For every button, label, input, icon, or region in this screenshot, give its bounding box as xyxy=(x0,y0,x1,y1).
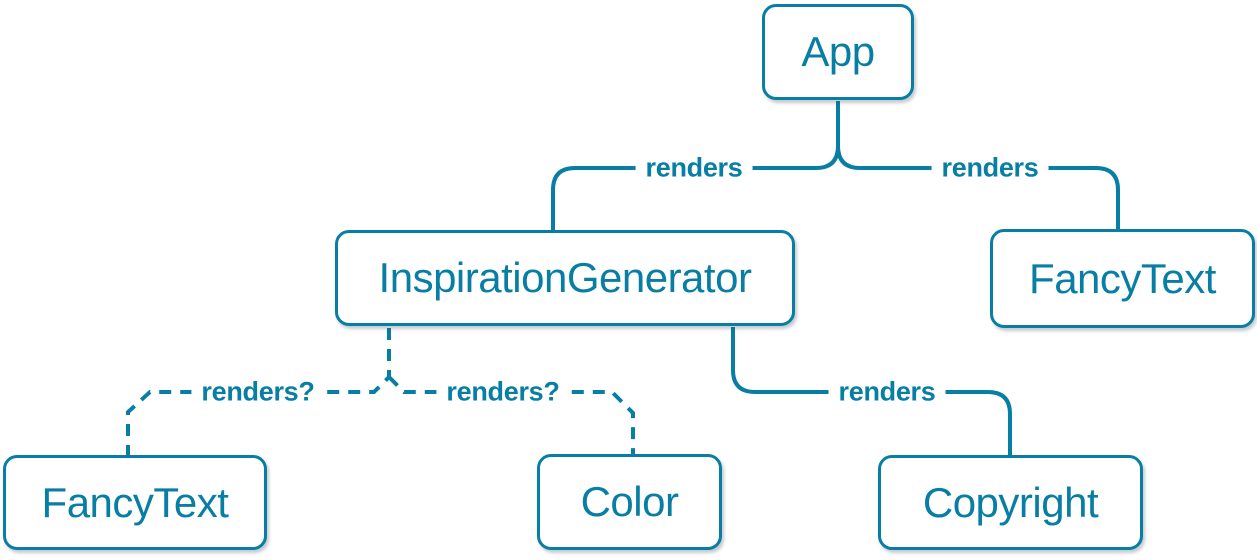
node-inspiration-generator-label: InspirationGenerator xyxy=(378,254,752,301)
node-fancy-text-bottom: FancyText xyxy=(3,455,267,550)
node-color: Color xyxy=(537,454,722,550)
edge-label-renders-left: renders xyxy=(635,152,753,184)
node-copyright: Copyright xyxy=(878,455,1143,550)
node-copyright-label: Copyright xyxy=(922,478,1099,526)
node-color-label: Color xyxy=(580,478,679,525)
edge-label-renders-question-right: renders? xyxy=(436,376,570,408)
node-inspiration-generator: InspirationGenerator xyxy=(335,230,795,326)
edge-label-renders-question-left: renders? xyxy=(191,376,325,408)
node-fancy-text-top-label: FancyText xyxy=(1029,254,1216,302)
node-app: App xyxy=(762,4,914,100)
node-app-label: App xyxy=(801,28,875,75)
edge-label-renders-right: renders xyxy=(931,152,1049,184)
node-fancy-text-top: FancyText xyxy=(990,229,1255,328)
edge-label-renders-bottom: renders xyxy=(828,376,946,408)
node-fancy-text-bottom-label: FancyText xyxy=(41,478,229,526)
